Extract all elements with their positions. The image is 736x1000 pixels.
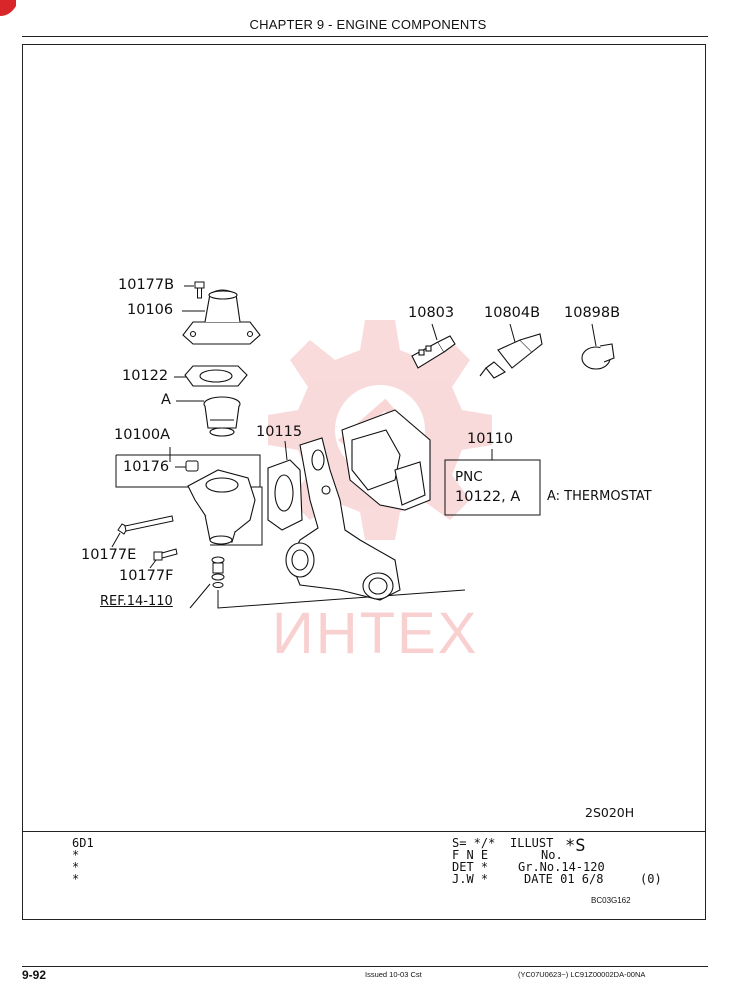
- part-label-10176: 10176: [123, 459, 170, 475]
- watermark-text: ИНТЕХ: [272, 601, 479, 666]
- group-number: Gr.No.14-120: [518, 860, 605, 874]
- no-label: No.: [541, 848, 563, 862]
- part-label-A: A: [161, 392, 171, 408]
- bolt-10177B-icon: [194, 281, 205, 299]
- header-rule: [22, 36, 708, 37]
- part-label-10122: 10122: [122, 368, 169, 384]
- star-2: *: [72, 860, 80, 874]
- part-label-10804B: 10804B: [484, 305, 541, 321]
- sheet-code: BC03G162: [591, 896, 631, 905]
- info-fne: F N E: [452, 848, 489, 862]
- sensor-10803-icon: [411, 335, 456, 369]
- thermostat-case-10100A-icon: [187, 469, 256, 545]
- sender-10804B-icon: [479, 333, 543, 379]
- gasket-10115-icon: [267, 459, 303, 531]
- chapter-title: CHAPTER 9 - ENGINE COMPONENTS: [249, 17, 487, 32]
- page-number: 9-92: [22, 968, 47, 982]
- part-label-10110: 10110: [467, 431, 514, 447]
- document-ref: (YC07U0623~) LC91Z00002DA-00NA: [518, 970, 646, 979]
- info-det: DET *: [452, 860, 489, 874]
- illust-label: ILLUST: [510, 836, 554, 850]
- part-label-10898B: 10898B: [564, 305, 621, 321]
- part-label-10115: 10115: [256, 424, 303, 440]
- star-1: *: [72, 848, 80, 862]
- part-label-10106: 10106: [127, 302, 174, 318]
- legend-thermostat: A: THERMOSTAT: [547, 489, 652, 504]
- model-code: 6D1: [72, 836, 94, 850]
- illust-number: *S: [565, 836, 586, 856]
- pnc-value: 10122, A: [455, 489, 521, 505]
- issued-info: Issued 10-03 Cst: [365, 970, 422, 979]
- part-label-10177E: 10177E: [81, 547, 137, 563]
- info-block-rule: [22, 831, 706, 832]
- engine-block-icon: [285, 409, 431, 601]
- bolt-10177F-icon: [153, 548, 178, 561]
- water-outlet-10106-icon: [182, 289, 261, 345]
- footer-rule: [22, 966, 708, 967]
- plug-10176-icon: [185, 460, 199, 472]
- part-label-10803: 10803: [408, 305, 455, 321]
- part-label-10177B: 10177B: [118, 277, 175, 293]
- o-ring-icon: [211, 556, 225, 588]
- info-s: S= */*: [452, 836, 496, 850]
- diagram-frame: [22, 44, 706, 920]
- pnc-title: PNC: [455, 469, 483, 485]
- info-jw: J.W *: [452, 872, 489, 886]
- corner-badge-icon: [0, 0, 16, 16]
- star-3: *: [72, 872, 80, 886]
- plug-10898B-icon: [581, 343, 615, 370]
- part-label-10100A: 10100A: [114, 427, 171, 443]
- ref-label: REF.14-110: [100, 594, 173, 609]
- thermostat-A-icon: [203, 396, 241, 437]
- date-value: DATE 01 6/8: [524, 872, 604, 886]
- revision: (0): [640, 872, 662, 886]
- bolt-10177E-icon: [117, 515, 174, 535]
- illustration-code: 2S020H: [585, 805, 635, 820]
- part-label-10177F: 10177F: [119, 568, 174, 584]
- gasket-10122-icon: [184, 365, 248, 387]
